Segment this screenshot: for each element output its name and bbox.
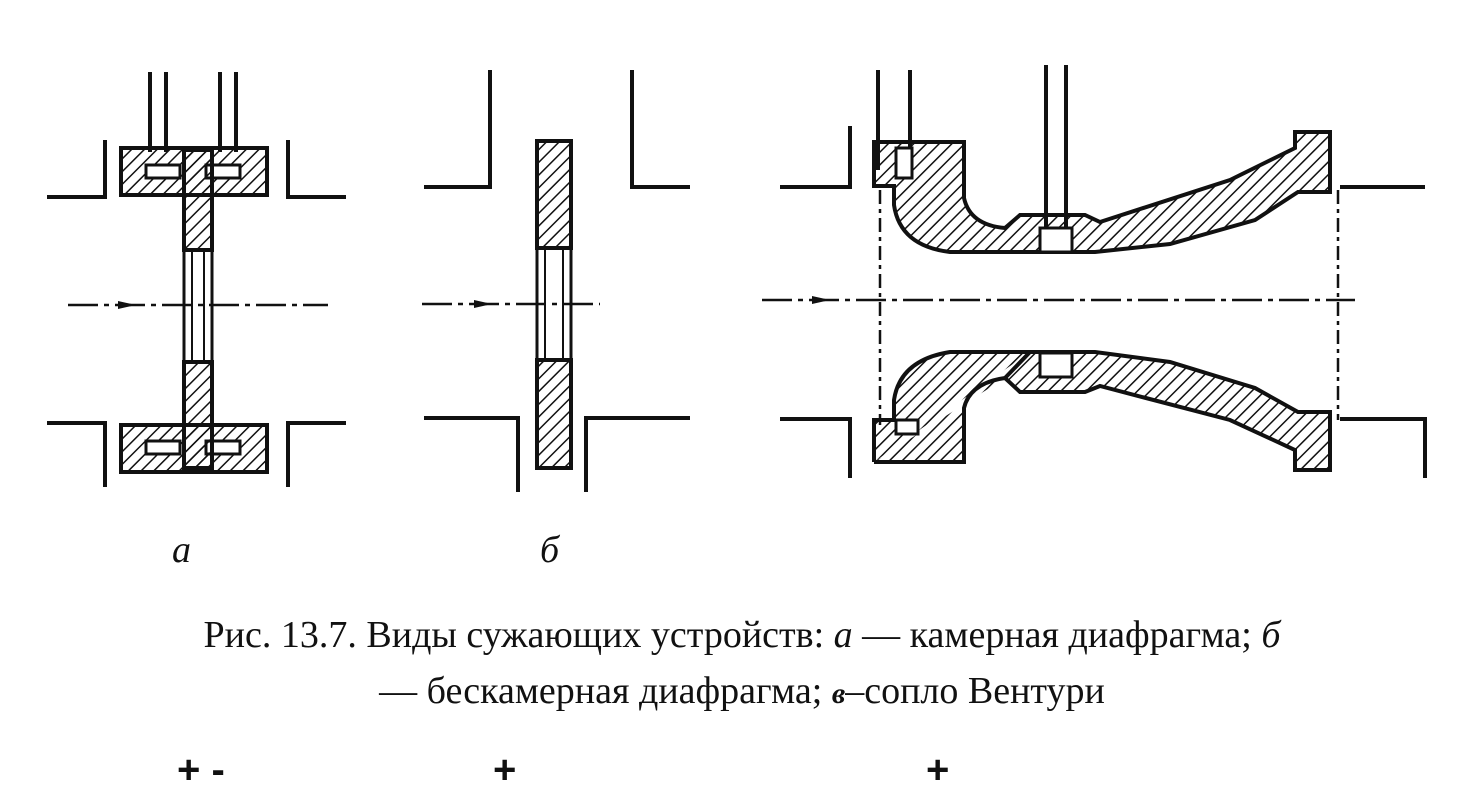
sign-c: + xyxy=(926,748,950,792)
label-a: а xyxy=(172,529,191,571)
caption-text-a: — камерная диафрагма; xyxy=(852,614,1262,656)
caption-letter-b: б xyxy=(1261,614,1281,656)
sign-b: + xyxy=(493,748,517,792)
chamber-diaphragm-drawing xyxy=(47,72,346,487)
label-b: б xyxy=(540,529,560,571)
caption-letter-a: а xyxy=(833,614,853,656)
sign-a: + - xyxy=(177,748,225,792)
caption-text-v: –сопло Вентури xyxy=(845,670,1105,712)
figure-caption-line-2: — бескамерная диафрагма; в–сопло Вентури xyxy=(0,668,1484,717)
figure-caption-line-1: Рис. 13.7. Виды сужающих устройств: а — … xyxy=(0,612,1484,658)
caption-text-b: — бескамерная диафрагма; xyxy=(379,670,832,712)
caption-prefix: Рис. 13.7. Виды сужающих устройств: xyxy=(203,614,834,656)
venturi-nozzle-drawing xyxy=(762,65,1427,478)
caption-letter-v: в xyxy=(831,677,846,710)
narrowing-devices-drawing xyxy=(47,65,1427,492)
chamberless-diaphragm-drawing xyxy=(422,70,690,492)
